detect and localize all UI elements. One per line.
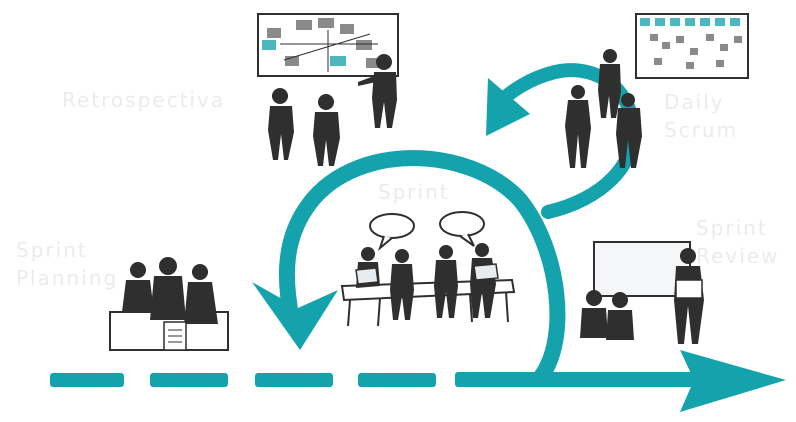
timeline-dash — [358, 373, 436, 387]
laptop-icon — [473, 263, 499, 281]
timeline-arrowhead — [680, 350, 786, 412]
timeline-dash — [50, 373, 124, 387]
timeline-dash — [255, 373, 333, 387]
person-figure-icon — [184, 264, 218, 324]
daily-loop-arrowhead — [486, 78, 530, 136]
speech-bubble-icon — [439, 211, 485, 247]
sprint-planning-line1: Sprint — [16, 238, 88, 262]
retrospective-label: Retrospectiva — [62, 86, 225, 114]
person-figure-icon — [122, 262, 154, 312]
timeline-arrow — [50, 350, 786, 412]
retrospective-text: Retrospectiva — [62, 88, 226, 112]
sprint-label: Sprint — [378, 178, 450, 206]
kanban-board-icon — [635, 13, 749, 79]
sprint-loop-arrow — [279, 150, 566, 386]
sprint-review-line2: Review — [696, 244, 780, 268]
laptop-icon — [675, 279, 703, 299]
person-figure-icon — [580, 290, 608, 338]
person-figure-icon — [358, 54, 397, 128]
whiteboard-icon — [257, 13, 399, 77]
laptop-icon — [355, 267, 379, 285]
presentation-screen-icon — [593, 241, 691, 297]
daily-scrum-line2: Scrum — [664, 118, 739, 142]
person-figure-icon — [598, 49, 621, 118]
person-figure-icon — [390, 249, 414, 320]
person-figure-icon — [313, 94, 340, 166]
person-figure-icon — [565, 85, 591, 168]
speech-bubble-icon — [369, 213, 415, 252]
daily-scrum-line1: Daily — [664, 90, 725, 114]
timeline-line — [455, 372, 745, 387]
sprint-text: Sprint — [378, 180, 450, 204]
person-figure-icon — [616, 93, 642, 168]
sprint-loop-arrowhead — [252, 282, 338, 350]
sprint-review-label: Sprint Review — [696, 214, 779, 270]
sprint-planning-label: Sprint Planning — [16, 236, 118, 292]
person-figure-icon — [268, 88, 294, 160]
sprint-review-line1: Sprint — [696, 216, 768, 240]
person-figure-icon — [150, 257, 186, 320]
sprint-planning-line2: Planning — [16, 266, 119, 290]
person-figure-icon — [606, 292, 634, 340]
timeline-dash — [150, 373, 228, 387]
sprint-planning-group — [109, 257, 229, 351]
person-figure-icon — [470, 243, 496, 318]
person-figure-icon — [434, 245, 458, 318]
daily-scrum-label: Daily Scrum — [664, 88, 738, 144]
